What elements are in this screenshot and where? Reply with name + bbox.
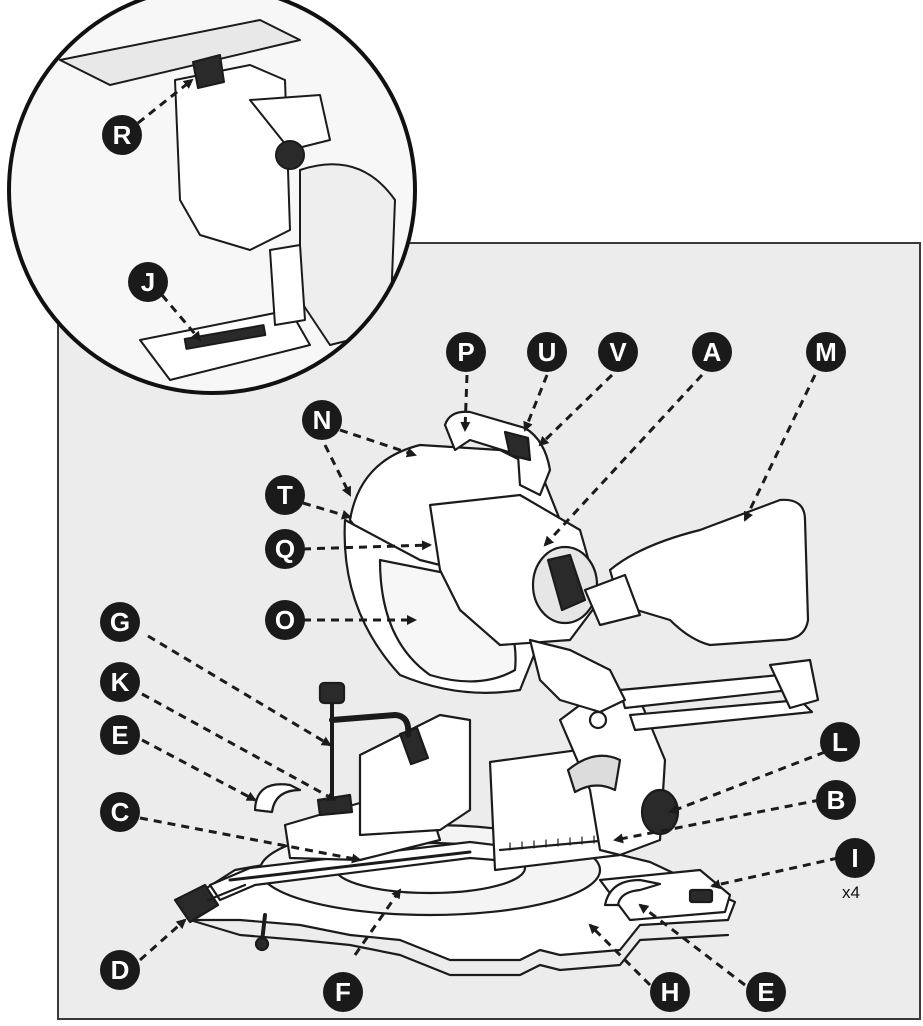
- callout-K: K: [100, 662, 140, 702]
- svg-text:E: E: [757, 977, 774, 1007]
- callout-U: U: [527, 332, 567, 372]
- miter-scale: [228, 850, 472, 882]
- knob-shaft: [206, 883, 247, 902]
- callout-G: G: [100, 602, 140, 642]
- svg-text:C: C: [111, 797, 130, 827]
- trigger-switch: [503, 430, 532, 462]
- front-lock-knob: [173, 883, 220, 924]
- operating-handle: [443, 410, 552, 497]
- callout-H: H: [650, 972, 690, 1012]
- callout-R: R: [102, 115, 142, 155]
- quantity-note: x4: [842, 883, 860, 902]
- motor-vents: [546, 553, 587, 612]
- callout-C: C: [100, 792, 140, 832]
- inset-rail: [59, 19, 301, 86]
- inset-post: [269, 244, 306, 326]
- svg-text:T: T: [277, 480, 293, 510]
- leader-B: [613, 798, 821, 844]
- svg-text:P: P: [457, 337, 474, 367]
- callout-D: D: [100, 950, 140, 990]
- dust-port: [583, 573, 642, 627]
- clamp-knob: [318, 681, 346, 705]
- leader-V: [538, 373, 614, 447]
- base-front-edge: [188, 918, 730, 977]
- inset-base-plate: [139, 309, 311, 381]
- svg-text:F: F: [335, 977, 351, 1007]
- callout-T: T: [265, 475, 305, 515]
- carriage-arm: [528, 638, 627, 714]
- front-foot-pad: [254, 936, 270, 952]
- leader-D: [139, 918, 187, 962]
- callout-O: O: [265, 600, 305, 640]
- svg-text:I: I: [851, 843, 858, 873]
- carriage-pivot: [588, 710, 608, 730]
- callout-N: N: [302, 400, 342, 440]
- svg-text:K: K: [111, 667, 130, 697]
- callout-L: L: [820, 722, 860, 762]
- leader-U: [523, 374, 549, 432]
- svg-text:N: N: [313, 405, 332, 435]
- callout-E-left: E: [100, 715, 140, 755]
- leader-Q: [302, 540, 432, 551]
- leader-A: [543, 373, 704, 547]
- mount-hole: [688, 888, 714, 904]
- inset-gear: [275, 140, 305, 170]
- leader-H: [588, 923, 652, 987]
- callout-A: A: [692, 332, 732, 372]
- leader-J: [160, 294, 202, 342]
- svg-text:L: L: [832, 727, 848, 757]
- slide-rail-lower: [628, 698, 814, 732]
- leader-N2: [323, 444, 352, 497]
- leader-P: [460, 374, 471, 432]
- svg-text:V: V: [609, 337, 627, 367]
- callout-Q: Q: [265, 529, 305, 569]
- svg-text:D: D: [111, 955, 130, 985]
- callout-leaders: [137, 78, 839, 987]
- rail-end-cap: [768, 658, 820, 710]
- svg-text:U: U: [538, 337, 557, 367]
- svg-text:E: E: [111, 720, 128, 750]
- callout-F: F: [323, 972, 363, 1012]
- leader-R: [137, 78, 194, 125]
- callout-I: I: [835, 838, 875, 878]
- dust-bag: [608, 498, 810, 647]
- svg-text:H: H: [661, 977, 680, 1007]
- scale-ticks: [509, 835, 595, 851]
- inset-bracket: [249, 94, 331, 151]
- svg-text:J: J: [141, 267, 155, 297]
- clamp-arm: [329, 712, 412, 738]
- callout-M: M: [806, 332, 846, 372]
- right-fence-scale: [498, 838, 612, 852]
- bevel-scale: [566, 754, 622, 794]
- callout-P: P: [446, 332, 486, 372]
- svg-text:A: A: [703, 337, 722, 367]
- svg-text:M: M: [815, 337, 837, 367]
- inset-wrench: [183, 324, 267, 350]
- callout-J: J: [128, 262, 168, 302]
- leader-C: [139, 816, 362, 864]
- left-carry-handle: [253, 783, 302, 814]
- left-fence: [358, 713, 472, 837]
- callout-E-right: E: [746, 972, 786, 1012]
- detail-inset-ring: [7, 0, 417, 395]
- right-carry-handle: [603, 878, 662, 907]
- leader-G: [147, 634, 332, 747]
- svg-text:R: R: [113, 120, 132, 150]
- svg-text:B: B: [827, 785, 846, 815]
- bevel-lock-knob: [640, 788, 680, 836]
- leader-I: [710, 856, 839, 890]
- callout-badges: A B C D E F G H I J K L M N O P Q R T U …: [100, 115, 875, 1012]
- inset-knob-top: [192, 54, 225, 89]
- inset-housing: [174, 64, 291, 251]
- leader-E1: [141, 738, 257, 802]
- leader-K: [141, 692, 337, 802]
- svg-text:Q: Q: [275, 534, 295, 564]
- callout-B: B: [816, 780, 856, 820]
- svg-text:G: G: [110, 607, 130, 637]
- callout-V: V: [598, 332, 638, 372]
- svg-text:O: O: [275, 605, 295, 635]
